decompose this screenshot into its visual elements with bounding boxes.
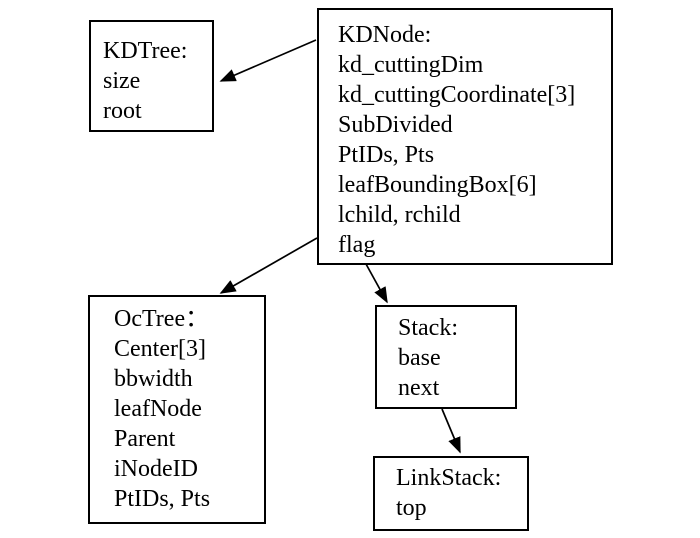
node-kdtree-title: KDTree: [103, 38, 188, 64]
node-octree-field: Center[3] [114, 336, 206, 362]
node-stack: Stack: base next [375, 305, 517, 409]
arrow-kdnode-to-kdtree [219, 39, 317, 82]
node-kdnode: KDNode: kd_cuttingDim kd_cuttingCoordina… [317, 8, 613, 265]
node-kdnode-field: SubDivided [338, 112, 453, 138]
node-octree-field: iNodeID [114, 456, 198, 482]
node-kdnode-field: flag [338, 232, 376, 258]
node-linkstack-field: top [396, 495, 427, 521]
node-octree-field: PtIDs, Pts [114, 486, 211, 512]
node-octree-field: bbwidth [114, 366, 193, 392]
node-stack-field: next [398, 375, 440, 401]
node-kdnode-field: lchild, rchild [338, 202, 461, 228]
node-kdtree: KDTree: size root [89, 20, 214, 132]
node-octree-title: OcTree： [114, 306, 210, 332]
arrow-kdnode-to-stack [365, 263, 388, 304]
node-octree-field: Parent [114, 426, 176, 452]
node-octree: OcTree： Center[3] bbwidth leafNode Paren… [88, 295, 266, 524]
node-kdnode-field: leafBoundingBox[6] [338, 172, 537, 198]
arrow-kdnode-to-octree [219, 237, 318, 294]
node-stack-title: Stack: [398, 315, 458, 341]
arrow-stack-to-linkstack [441, 408, 461, 454]
node-kdnode-field: kd_cuttingCoordinate[3] [338, 82, 576, 108]
node-kdtree-field: root [103, 98, 142, 124]
node-linkstack-title: LinkStack: [396, 465, 502, 491]
node-stack-field: base [398, 345, 441, 371]
node-linkstack: LinkStack: top [373, 456, 529, 531]
node-kdnode-field: PtIDs, Pts [338, 142, 435, 168]
node-kdtree-field: size [103, 68, 141, 94]
node-kdnode-title: KDNode: [338, 22, 432, 48]
node-octree-field: leafNode [114, 396, 202, 422]
node-kdnode-field: kd_cuttingDim [338, 52, 484, 78]
